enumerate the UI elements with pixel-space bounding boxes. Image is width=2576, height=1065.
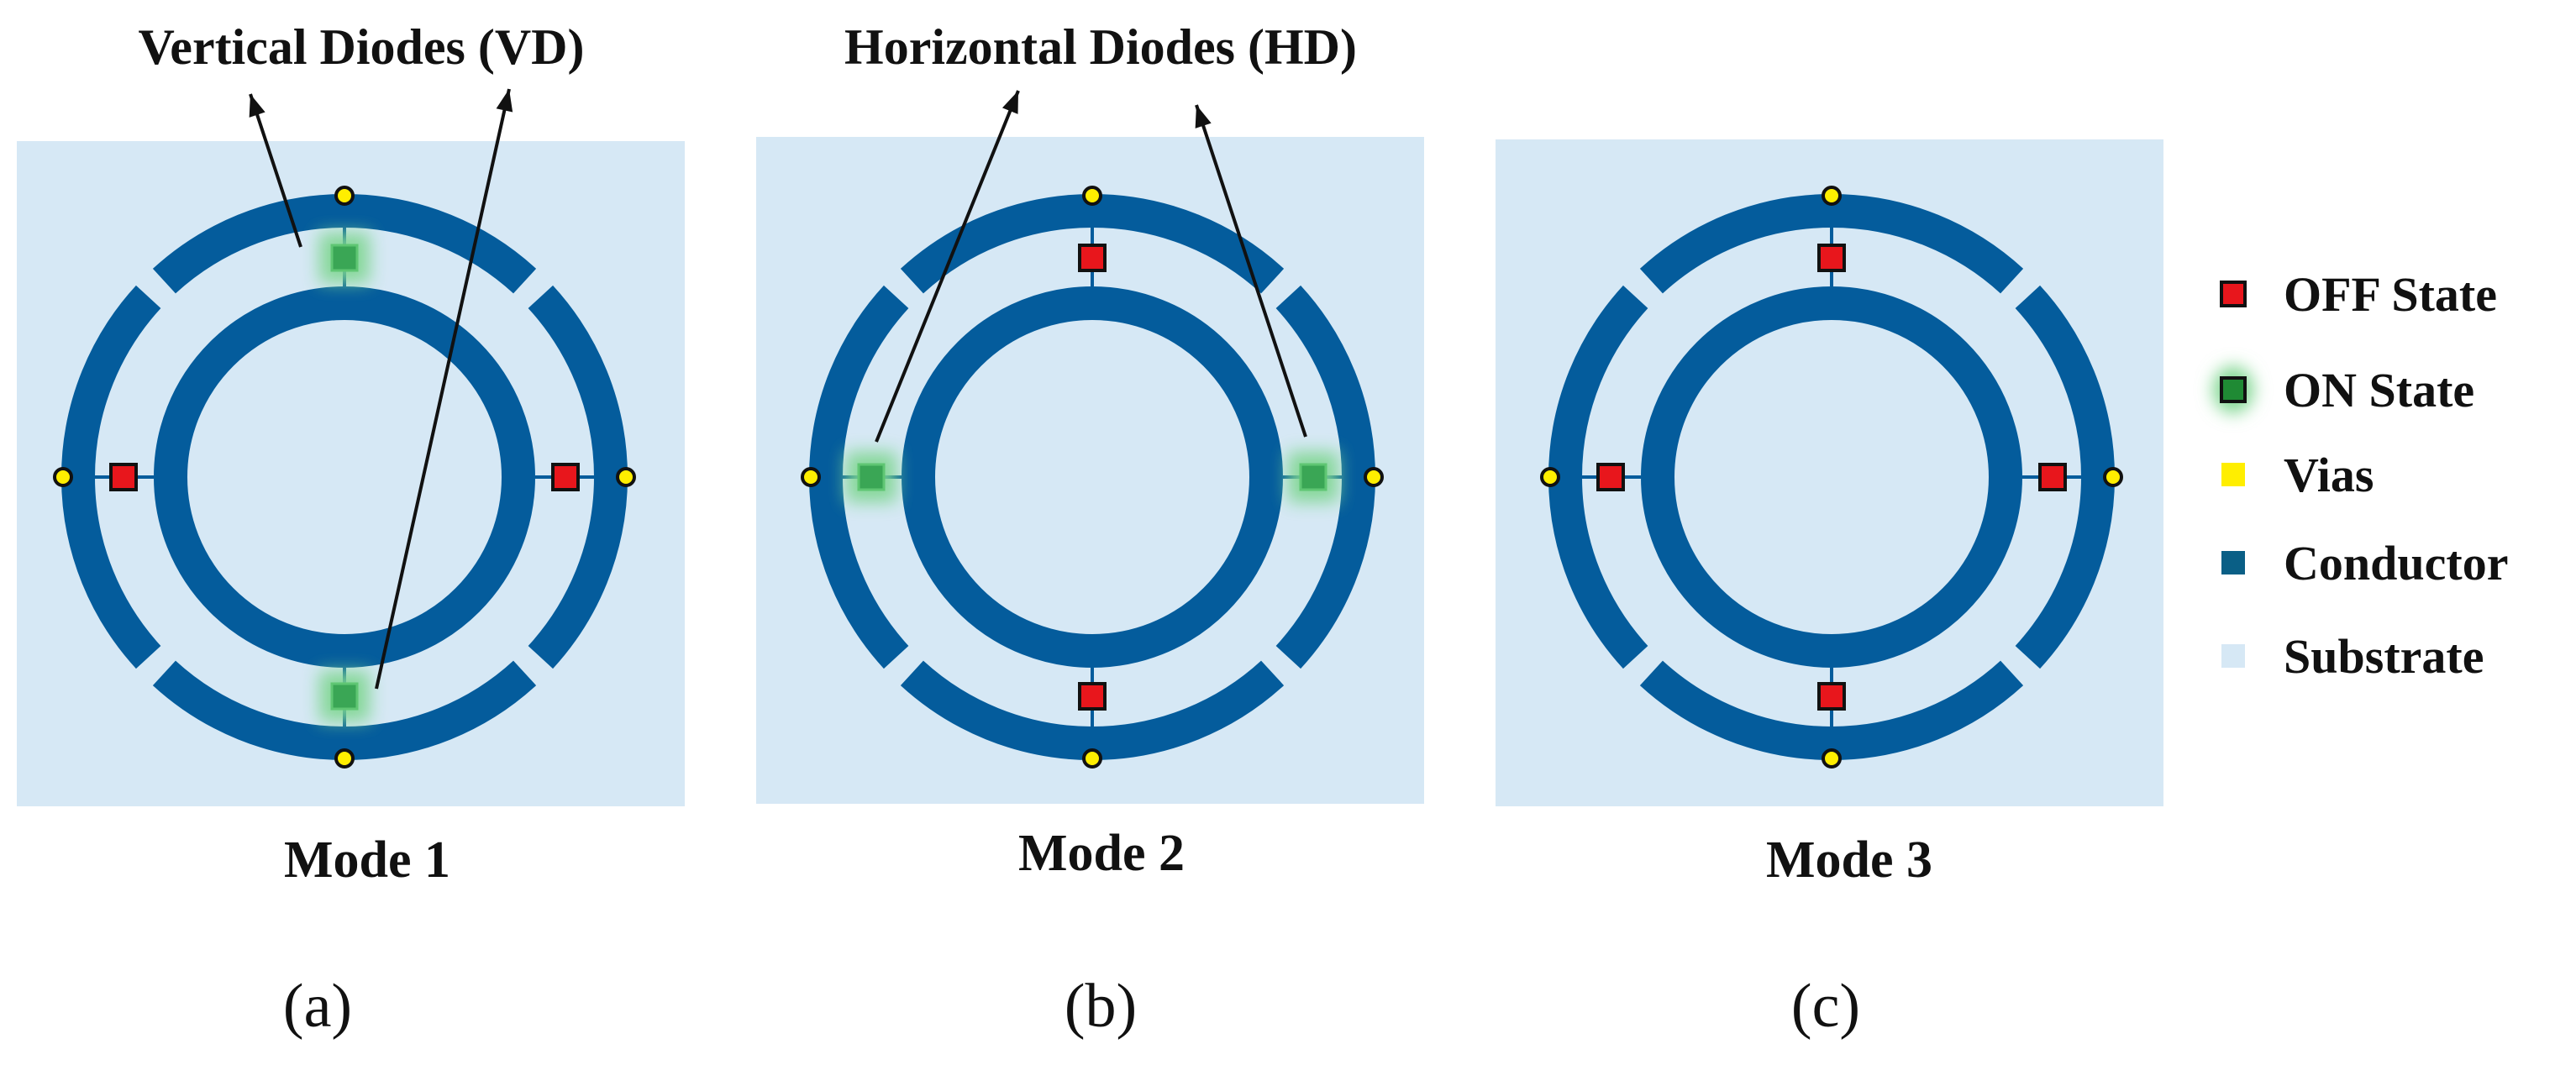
mode-label-3: Mode 3 [1766,832,1932,889]
annotation-arrowhead [249,94,265,118]
legend-swatch-on [2220,376,2247,403]
diode-on [857,463,886,491]
via [1822,186,1842,206]
diode-off [1596,463,1625,491]
annotation-arrowhead [1195,105,1212,129]
diode-off [551,463,580,491]
diode-off [1078,682,1107,711]
panel-mode-3 [1496,139,2163,806]
mode-label-2: Mode 2 [1018,825,1185,882]
annotation-arrow-line [1195,104,1307,438]
mode-label-1: Mode 1 [284,832,450,889]
subfigure-tag-a: (a) [283,972,352,1041]
inner-ring [902,286,1283,668]
diode-off [1817,244,1846,272]
annotation-vertical-diodes: Vertical Diodes (VD) [138,19,584,75]
legend-swatch-off [2220,281,2247,307]
via [1082,186,1102,206]
annotation-arrow-line [249,93,302,248]
diode-off [109,463,138,491]
panel-mode-2 [756,137,1424,804]
subfigure-tag-c: (c) [1791,972,1860,1041]
diode-off [2038,463,2067,491]
annotation-arrowhead [496,89,513,113]
annotation-arrowhead [1001,91,1018,114]
via [334,748,355,769]
annotation-arrows [249,88,1307,690]
panel-mode-1 [17,141,685,806]
legend-swatch-substrate [2221,644,2245,668]
annotation-arrow-line [375,88,511,690]
subfigure-tag-b: (b) [1065,972,1137,1041]
inner-ring [1641,286,2022,668]
diode-on [330,682,359,711]
legend-label: Conductor [2284,536,2508,590]
legend-label: Vias [2284,448,2374,502]
legend-label: Substrate [2284,629,2484,684]
via [1082,748,1102,769]
diode-off [1817,682,1846,711]
via [616,467,636,487]
via [1540,467,1560,487]
via [801,467,821,487]
via [1364,467,1384,487]
via [53,467,73,487]
diode-on [330,244,359,272]
inner-ring [154,286,535,668]
annotation-horizontal-diodes: Horizontal Diodes (HD) [844,19,1357,75]
legend-label: OFF State [2284,267,2497,322]
annotation-arrow-line [875,90,1020,443]
via [1822,748,1842,769]
via [334,186,355,206]
via [2103,467,2123,487]
diode-on [1299,463,1327,491]
legend-label: ON State [2284,363,2474,417]
legend-swatch-conductor [2221,551,2245,574]
legend-swatch-via [2221,463,2245,486]
diode-off [1078,244,1107,272]
